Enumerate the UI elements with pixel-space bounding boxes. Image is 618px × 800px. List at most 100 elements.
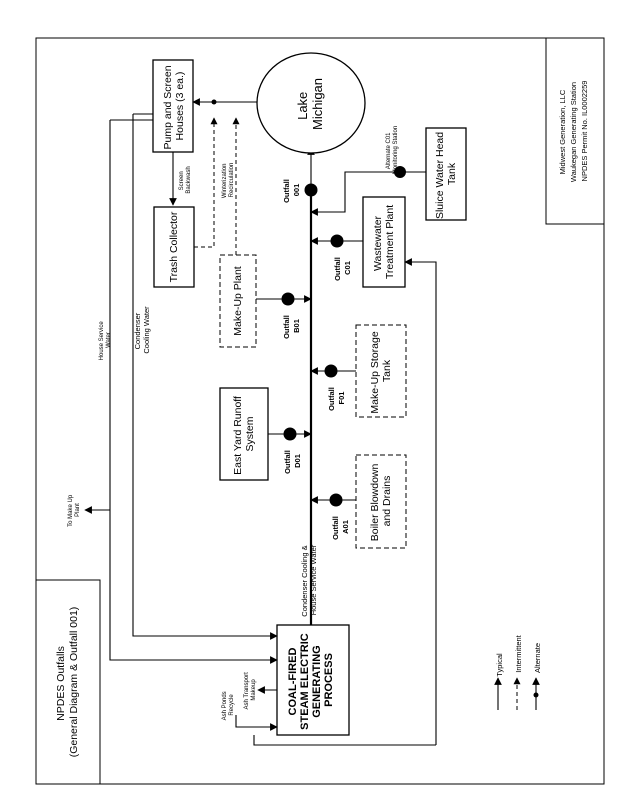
wastewater-treatment-plant: Wastewater Treatment Plant: [362, 196, 406, 288]
east-yard-line1: East Yard Runoff: [232, 396, 244, 475]
outfall-001-dot: [304, 183, 318, 197]
svg-text:East Yard Runoff System: East Yard Runoff System: [232, 393, 256, 475]
svg-text:Wastewater Treatment Pla: Wastewater Treatment Plant: [372, 205, 396, 279]
coal-line1: COAL-FIRED: [287, 648, 299, 716]
outfall-001-line2: 001: [292, 184, 301, 197]
trash-label: Trash Collector: [168, 211, 180, 282]
pump-screen-houses: Pump and Screen Houses (3 ea.): [152, 59, 194, 153]
condenser-cooling-line2: Cooling Water: [142, 306, 151, 354]
east-yard-runoff: East Yard Runoff System: [219, 387, 269, 481]
makeup-plant: Make-Up Plant: [219, 254, 257, 348]
legend-alternate-dot: [533, 692, 539, 698]
house-service-line1: House Service: [99, 321, 105, 361]
condenser-house-line2: House Service Water: [309, 544, 318, 615]
pump-line2: Houses (3 ea.): [174, 72, 186, 141]
boiler-line1: Boiler Blowdown: [369, 463, 381, 541]
condenser-cooling-line1: Condenser: [133, 312, 142, 349]
outfall-a01-dot: [329, 493, 343, 507]
company-line2: Waukegan Generating Station: [569, 82, 578, 182]
svg-text:Pump and Screen Houses (: Pump and Screen Houses (3 ea.): [162, 63, 186, 150]
sluice-line1: Sluice Water Head: [434, 132, 446, 219]
ash-ponds-recycle-line: [235, 715, 278, 731]
svg-text:Outfall A01: Outfall A01: [331, 514, 350, 540]
screen-backwash-line1: Screen: [179, 171, 185, 190]
legend-typical-label: Typical: [495, 653, 504, 677]
title-box: NPDES Outfalls (General Diagram & Outfal…: [35, 579, 101, 785]
lake-label: Lake Michigan: [295, 78, 325, 130]
trash-dashed-line: [194, 117, 218, 248]
ash-transport-line2: Makeup: [251, 679, 257, 701]
house-service-pipe: [109, 120, 278, 664]
condenser-house-line1: Condenser Cooling &: [300, 545, 309, 616]
sluice-water-head-tank: Sluice Water Head Tank: [425, 127, 467, 221]
svg-text:Screen Backwash: Screen Backwash: [179, 166, 192, 193]
svg-text:Winterization Recirculatio: Winterization Recirculation: [222, 162, 235, 198]
to-makeup-line2: Plant: [75, 503, 81, 517]
company-line1: Midwest Generation, LLC: [558, 89, 567, 174]
outfall-b01-dot: [281, 292, 295, 306]
svg-text:To Make Up Plant: To Make Up Plant: [68, 493, 81, 527]
company-line3: NPDES Permit No. IL0002259: [580, 81, 589, 182]
page-border: [35, 37, 605, 785]
svg-text:Outfall D01: Outfall D01: [283, 448, 302, 474]
coal-fired-process: COAL-FIRED STEAM ELECTRIC GENERATING PRO…: [276, 624, 350, 736]
outfall-d01-line1: Outfall: [283, 450, 292, 474]
lake-line1: Lake: [295, 92, 310, 120]
ash-ponds-line1: Ash Ponds: [222, 691, 228, 720]
outfall-001-line1: Outfall: [282, 179, 291, 203]
lake-michigan: Lake Michigan: [256, 52, 366, 154]
svg-text:Make-Up Storage Tank: Make-Up Storage Tank: [369, 328, 393, 413]
legend: Typical Intermittent Alternate: [494, 634, 542, 710]
svg-text:Condenser Cooling & House: Condenser Cooling & House Service Water: [300, 543, 318, 616]
outfall-a01-line1: Outfall: [331, 516, 340, 540]
boiler-line2: and Drains: [381, 476, 393, 527]
wastewater-return-line: [404, 258, 437, 745]
wastewater-line2: Treatment Plant: [384, 205, 396, 279]
boiler-blowdown: Boiler Blowdown and Drains: [355, 454, 407, 549]
legend-alternate-label: Alternate: [533, 643, 542, 673]
svg-text:Ash Ponds Recycle: Ash Ponds Recycle: [222, 690, 235, 721]
svg-text:Outfall F01: Outfall F01: [327, 385, 346, 411]
coal-line4: PROCESS: [323, 653, 335, 707]
legend-intermittent-label: Intermittent: [514, 634, 523, 672]
alt-monitor-line2: Monitoring Station: [393, 126, 399, 174]
title-line2: (General Diagram & Outfall 001): [68, 607, 80, 758]
storage-line1: Make-Up Storage: [369, 331, 381, 413]
alternate-c01-dot: [394, 166, 406, 178]
lake-line2: Michigan: [310, 78, 325, 130]
coal-line3: GENERATING: [311, 645, 323, 718]
title-line1: NPDES Outfalls: [55, 646, 67, 721]
company-box: Midwest Generation, LLC Waukegan Generat…: [545, 37, 605, 225]
screen-backwash-line2: Backwash: [186, 166, 192, 193]
coal-to-wastewater-line: [253, 735, 436, 746]
east-yard-line2: System: [244, 416, 256, 451]
storage-line2: Tank: [381, 359, 393, 382]
junction-dot: [211, 99, 217, 105]
outfall-f01-dot: [324, 364, 338, 378]
outfall-b01-line2: B01: [292, 319, 301, 333]
svg-text:NPDES Outfalls (General: NPDES Outfalls (General Diagram & Outfal…: [55, 607, 80, 758]
svg-text:Boiler Blowdown and Drai: Boiler Blowdown and Drains: [369, 461, 393, 542]
outfall-f01-line2: F01: [337, 392, 346, 405]
coal-line2: STEAM ELECTRIC: [299, 633, 311, 730]
condenser-cooling-pipe: [132, 114, 278, 640]
svg-text:Outfall C01: Outfall C01: [333, 255, 352, 281]
trash-collector: Trash Collector: [153, 206, 195, 288]
sluice-line: [310, 171, 426, 216]
svg-text:Ash Transport Makeup: Ash Transport Makeup: [244, 670, 257, 709]
svg-text:Midwest Generation, LLC: Midwest Generation, LLC Waukegan Generat…: [558, 80, 589, 182]
to-makeup-line1: To Make Up: [68, 494, 74, 527]
ash-ponds-line2: Recycle: [229, 694, 235, 716]
outfall-f01-line1: Outfall: [327, 387, 336, 411]
sluice-line2: Tank: [446, 162, 458, 185]
wastewater-line1: Wastewater: [372, 215, 384, 271]
winterization-line1: Winterization: [222, 163, 228, 198]
makeup-storage-tank: Make-Up Storage Tank: [355, 324, 407, 418]
svg-text:COAL-FIRED STEAM ELECTRI: COAL-FIRED STEAM ELECTRIC GENERATING PRO…: [287, 630, 335, 730]
outfall-b01-line1: Outfall: [282, 315, 291, 339]
svg-text:House Service Water: House Service Water: [99, 320, 112, 361]
outfall-c01-line1: Outfall: [333, 257, 342, 281]
outfall-a01-line2: A01: [341, 520, 350, 534]
outfall-d01-line2: D01: [293, 454, 302, 468]
